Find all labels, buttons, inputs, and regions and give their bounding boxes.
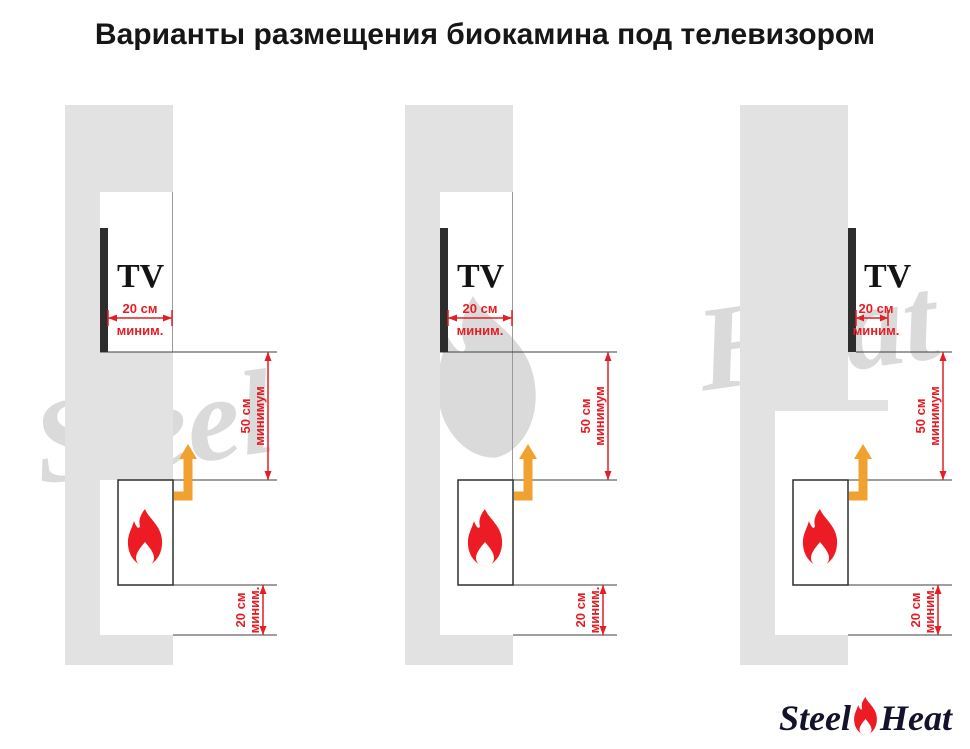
airflow-arrow-icon (514, 444, 537, 501)
wall-section (740, 105, 888, 665)
diagram-variant-2: TV 20 см миним. 50 см минимум 20 см мини… (405, 105, 617, 665)
airflow-arrow-icon (174, 444, 197, 501)
dimension-bottom-clearance: 20 см миним. (573, 585, 607, 635)
wall-bottom-plinth (65, 635, 173, 665)
wall-back-panel (405, 105, 440, 665)
dim-tv-clearance-note: миним. (853, 323, 900, 338)
brand-logo: Steel Heat (779, 697, 952, 739)
tv-label: TV (117, 258, 165, 295)
wall-bottom-plinth (740, 635, 848, 665)
dimension-middle-clearance: 50 см минимум (238, 352, 272, 480)
dim-bottom-clearance-note: миним. (587, 587, 602, 634)
dim-bottom-clearance-note: миним. (922, 587, 937, 634)
wall-section (405, 105, 513, 665)
dim-tv-clearance-note: миним. (117, 323, 164, 338)
fireplace (457, 479, 514, 586)
logo-heat-text: Heat (880, 698, 952, 738)
diagram-variant-3: TV 20 см миним. 50 см минимум 20 см мини… (740, 105, 952, 665)
dimension-bottom-clearance: 20 см миним. (233, 585, 267, 635)
dim-bottom-clearance-value: 20 см (573, 593, 588, 628)
tv-panel (848, 228, 856, 352)
page-title: Варианты размещения биокамина под телеви… (94, 18, 876, 51)
wall-middle-block (65, 352, 173, 480)
tv-panel (440, 228, 448, 352)
dim-middle-clearance-value: 50 см (238, 399, 253, 434)
flame-icon (467, 509, 503, 566)
wall-section (65, 105, 173, 665)
dim-bottom-clearance-value: 20 см (908, 593, 923, 628)
tv-label: TV (457, 258, 505, 295)
wall-top-soffit (405, 105, 513, 192)
wall-bottom-plinth (405, 635, 513, 665)
dimension-bottom-clearance: 20 см миним. (908, 585, 942, 635)
logo-flame-icon (854, 697, 877, 735)
dim-middle-clearance-note: минимум (927, 386, 942, 446)
diagram-variant-1: TV 20 см миним. 50 см минимум 20 см мини… (65, 105, 277, 665)
dim-middle-clearance-value: 50 см (578, 399, 593, 434)
dimension-tv-clearance: 20 см миним. (447, 301, 513, 338)
dim-tv-clearance-value: 20 см (859, 301, 894, 316)
logo-steel-text: Steel (779, 698, 852, 738)
fireplace-box (457, 479, 514, 586)
dim-middle-clearance-note: минимум (252, 386, 267, 446)
dim-bottom-clearance-note: миним. (247, 587, 262, 634)
dim-tv-clearance-note: миним. (457, 323, 504, 338)
tv-label: TV (864, 258, 912, 295)
dim-middle-clearance-note: минимум (592, 386, 607, 446)
flame-icon (802, 509, 838, 566)
wall-top-soffit (65, 105, 173, 192)
dimension-tv-clearance: 20 см миним. (853, 301, 900, 338)
flame-icon (127, 509, 163, 566)
dimension-tv-clearance: 20 см миним. (107, 301, 173, 338)
dimension-middle-clearance: 50 см минимум (913, 352, 947, 480)
dim-tv-clearance-value: 20 см (463, 301, 498, 316)
tv-panel (100, 228, 108, 352)
airflow-arrow-icon (849, 444, 872, 501)
dim-tv-clearance-value: 20 см (123, 301, 158, 316)
dimension-middle-clearance: 50 см минимум (578, 352, 612, 480)
fireplace (117, 479, 174, 586)
wall-upper-block (740, 105, 848, 400)
dim-middle-clearance-value: 50 см (913, 399, 928, 434)
wall-shelf (740, 400, 888, 411)
fireplace (792, 479, 849, 586)
dim-bottom-clearance-value: 20 см (233, 593, 248, 628)
